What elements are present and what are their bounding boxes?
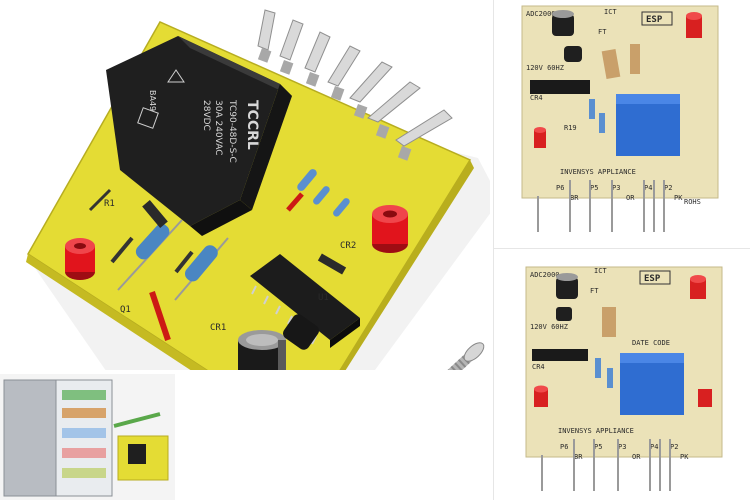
label-p2: P2 [670, 443, 678, 451]
capacitor-icon [238, 330, 286, 370]
mark-cr2: CR2 [340, 241, 356, 251]
label-rohs: ROHS [684, 198, 701, 206]
label-invensys: INVENSYS APPLIANCE [560, 168, 636, 176]
relay-brand: TCCRL [244, 100, 260, 150]
label-ft: FT [590, 287, 599, 295]
label-p4: P4 [650, 443, 658, 451]
pcb-top-illustration: ADC2000 ICT FT CR4 R19 INVENSYS APPLIANC… [521, 5, 719, 232]
label-or: OR [626, 194, 635, 202]
pcb-bottom-illustration: ADC2000 ICT FT CR4 DATE CODE INVENSYS AP… [525, 266, 723, 491]
label-adc: ADC2000 [530, 271, 560, 279]
mark-q1: Q1 [120, 305, 131, 315]
svg-text:ESP: ESP [644, 274, 661, 284]
red-terminal-right [372, 205, 408, 253]
ic-chip-icon [250, 254, 360, 348]
esp-logo: ESP [639, 270, 671, 285]
label-p4: P4 [644, 184, 652, 192]
label-br: BR [574, 453, 583, 461]
label-p3: P3 [612, 184, 620, 192]
horizontal-divider [494, 248, 750, 249]
label-br: BR [570, 194, 579, 202]
label-p5: P5 [594, 443, 602, 451]
label-invensys: INVENSYS APPLIANCE [558, 427, 634, 435]
control-board-illustration: TCCRL TC90-48D-S-C 30A 240VAC 28VDC BA49 [26, 9, 490, 370]
relay-rating-1: 30A 240VAC [213, 100, 223, 156]
label-r19: R19 [564, 124, 577, 132]
spade-terminals [257, 9, 453, 147]
label-ict: ICT [604, 8, 617, 16]
label-pk: PK [674, 194, 683, 202]
small-capacitor [283, 314, 319, 350]
label-adc: ADC2000 [526, 10, 556, 18]
label-cr4: CR4 [532, 363, 545, 371]
label-p2: P2 [664, 184, 672, 192]
relay-icon: TCCRL TC90-48D-S-C 30A 240VAC 28VDC BA49 [106, 36, 292, 236]
relay-code: BA49 [148, 90, 157, 111]
screw-icon [447, 342, 485, 370]
label-p3: P3 [618, 443, 626, 451]
board-bottom-view: ADC2000 ICT FT CR4 DATE CODE INVENSYS AP… [494, 249, 750, 500]
svg-text:ESP: ESP [646, 15, 663, 25]
label-freq: 120V 60HZ [530, 323, 568, 331]
label-ft: FT [598, 28, 607, 36]
label-freq: 120V 60HZ [526, 64, 564, 72]
refrigerator-icon [3, 379, 169, 497]
resistor-icon [88, 169, 350, 301]
red-terminal-left [65, 238, 95, 280]
label-p5: P5 [590, 184, 598, 192]
label-pk: PK [680, 453, 689, 461]
label-ict: ICT [594, 267, 607, 275]
board-top-view: ADC2000 ICT FT CR4 R19 INVENSYS APPLIANC… [494, 0, 750, 248]
main-product-photo: TCCRL TC90-48D-S-C 30A 240VAC 28VDC BA49 [0, 0, 490, 370]
mark-cr1: CR1 [210, 323, 226, 333]
fridge-inset-photo [0, 374, 175, 500]
label-or: OR [632, 453, 641, 461]
esp-logo: ESP [641, 11, 673, 26]
mark-r1: R1 [104, 199, 115, 209]
vertical-divider [493, 0, 494, 500]
label-p6: P6 [556, 184, 564, 192]
relay-rating-2: 28VDC [201, 100, 211, 131]
label-date: DATE CODE [632, 339, 670, 347]
label-cr4: CR4 [530, 94, 543, 102]
mark-u1: U1 [318, 293, 329, 303]
label-p6: P6 [560, 443, 568, 451]
relay-model: TC90-48D-S-C [227, 99, 237, 163]
